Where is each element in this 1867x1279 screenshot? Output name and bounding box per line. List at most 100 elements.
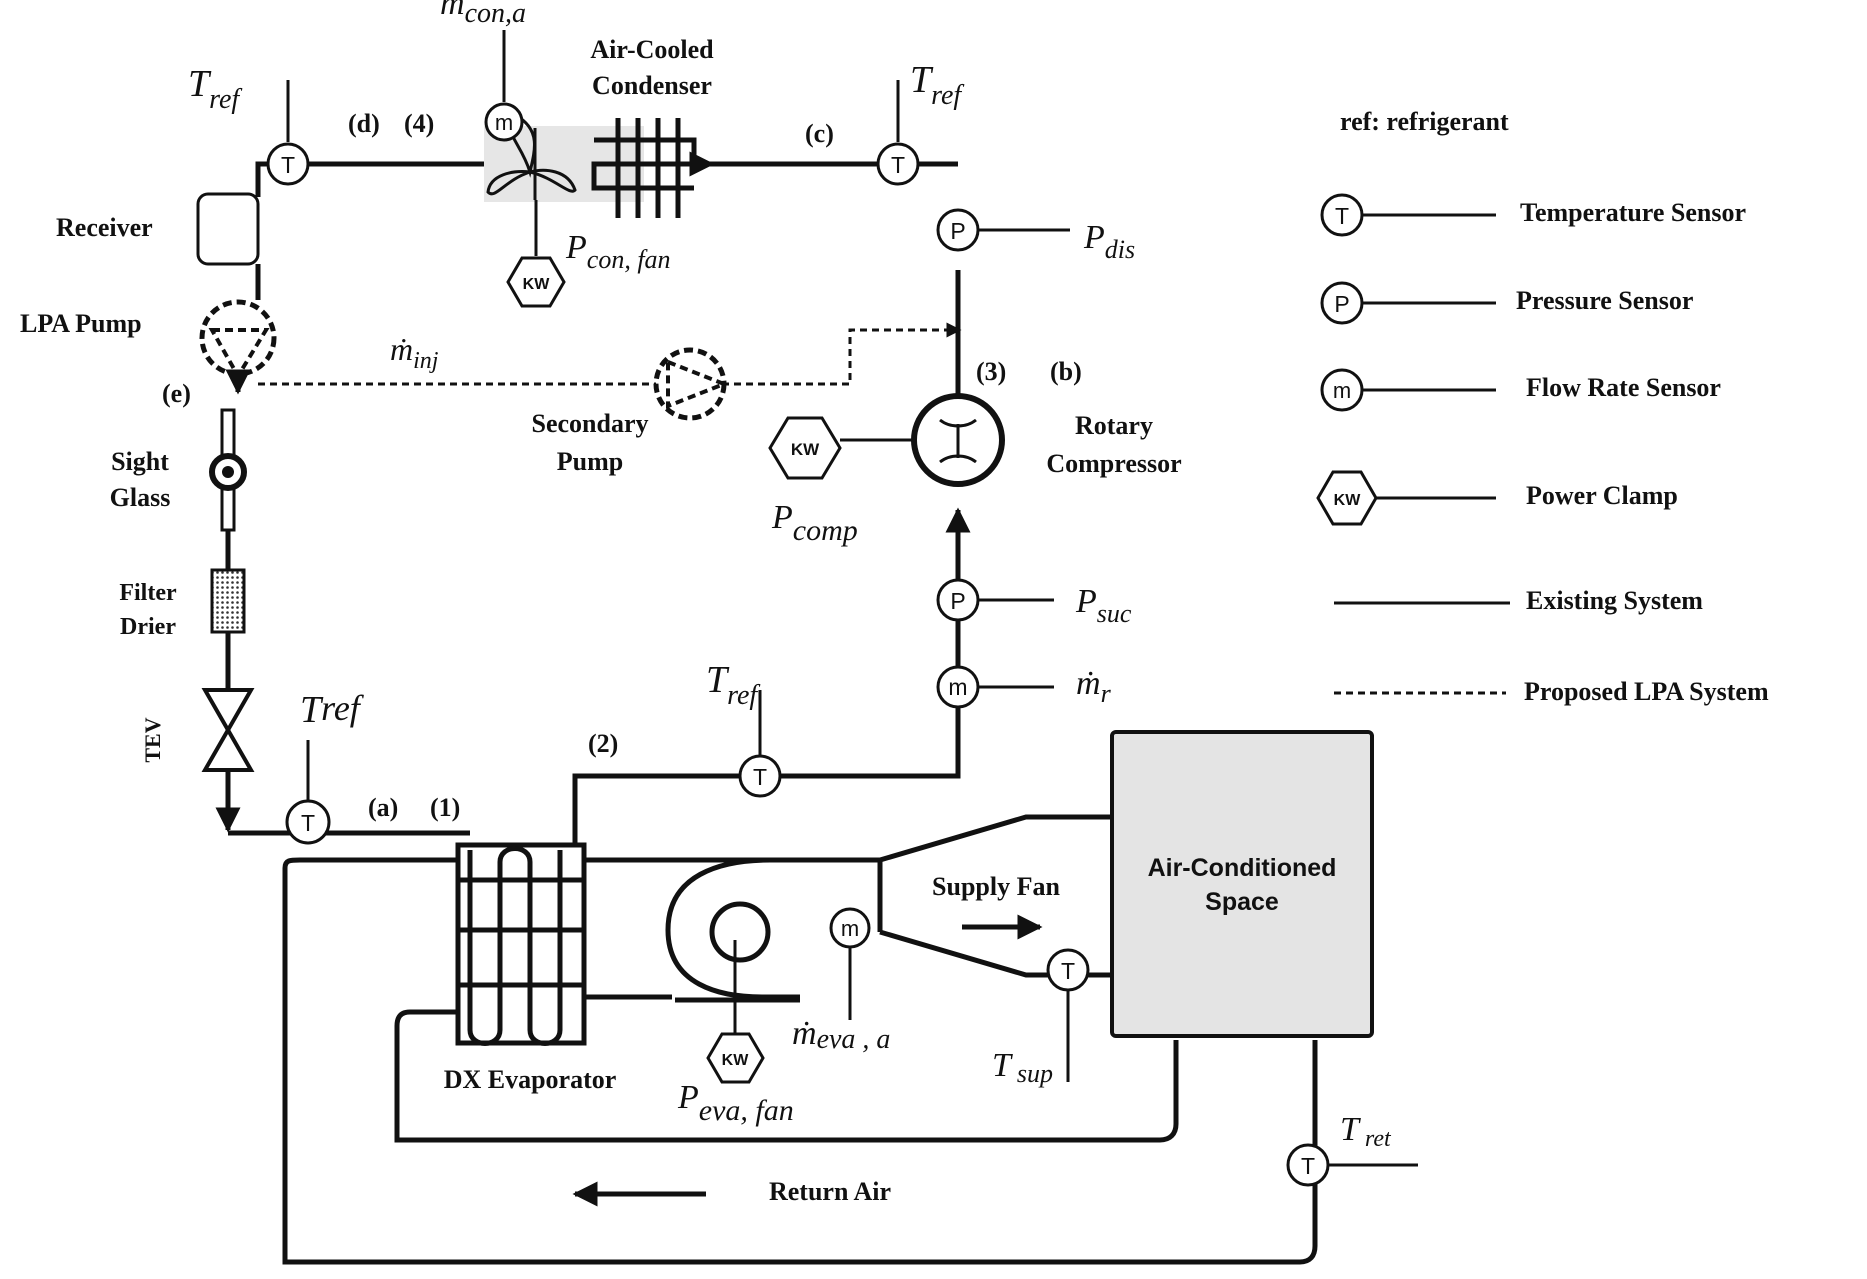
legend-temperature: T Temperature Sensor	[1320, 193, 1746, 237]
svg-text:KW: KW	[722, 1052, 750, 1069]
state-point-1: (1)	[430, 793, 460, 822]
temperature-sensor-return: T	[1286, 1143, 1418, 1187]
svg-text:m: m	[948, 674, 967, 700]
svg-text:T: T	[1061, 958, 1075, 984]
lpa-pump-icon	[199, 299, 277, 395]
temperature-sensor-d: T	[266, 80, 310, 186]
legend-power: KW Power Clamp	[1316, 470, 1678, 526]
receiver-label: Receiver	[56, 213, 153, 242]
svg-text:P: P	[1334, 291, 1349, 317]
lpa-injection-line	[258, 322, 962, 386]
dx-evaporator-label: DX Evaporator	[444, 1065, 617, 1094]
symbol-t-ref-d: Tref	[188, 63, 242, 115]
compressor-label-line2: Compressor	[1046, 449, 1181, 478]
secondary-pump-label-line2: Pump	[557, 447, 623, 476]
tev-label: TEV	[140, 717, 165, 762]
secondary-pump-label-line1: Secondary	[532, 409, 649, 438]
svg-text:T: T	[301, 810, 315, 836]
legend-flow-label: Flow Rate Sensor	[1526, 373, 1721, 402]
state-point-3: (3)	[976, 357, 1006, 386]
temperature-sensor-2: T	[738, 690, 782, 798]
state-point-2: (2)	[588, 729, 618, 758]
svg-text:KW: KW	[523, 276, 551, 293]
air-conditioned-space	[1110, 730, 1374, 1038]
space-label-line2: Space	[1205, 888, 1279, 916]
pressure-sensor-discharge: P	[936, 208, 1070, 252]
legend-pressure-label: Pressure Sensor	[1516, 286, 1693, 315]
svg-text:P: P	[950, 218, 965, 244]
receiver-icon	[196, 192, 260, 266]
flow-sensor-condenser-air: m	[484, 30, 524, 142]
legend-header: ref: refrigerant	[1340, 107, 1509, 136]
symbol-m-r: ṁr	[1076, 665, 1112, 708]
legend-pressure: P Pressure Sensor	[1320, 281, 1693, 325]
symbol-t-ref-c: Tref	[910, 59, 964, 111]
compressor-label-line1: Rotary	[1075, 411, 1153, 440]
filter-drier-label-line1: Filter	[119, 580, 177, 606]
svg-text:T: T	[891, 152, 905, 178]
supply-fan-label: Supply Fan	[932, 872, 1060, 901]
power-clamp-condenser-fan: KW	[506, 200, 566, 308]
legend-existing: Existing System	[1334, 586, 1703, 615]
lpa-pump-label: LPA Pump	[20, 309, 142, 338]
state-point-c: (c)	[805, 119, 834, 148]
state-point-d: (d)	[348, 109, 380, 138]
sight-glass-label-line2: Glass	[110, 483, 171, 512]
svg-text:m: m	[841, 916, 859, 941]
symbol-t-ref-2: Tref	[706, 659, 760, 711]
legend-temperature-label: Temperature Sensor	[1520, 198, 1746, 227]
symbol-p-dis: Pdis	[1083, 219, 1135, 264]
state-point-e: (e)	[162, 379, 191, 408]
svg-text:KW: KW	[1334, 492, 1362, 509]
secondary-pump-icon	[653, 347, 730, 421]
legend-proposed-label: Proposed LPA System	[1524, 677, 1769, 706]
space-label-line1: Air-Conditioned	[1148, 854, 1337, 882]
condenser-label-line2: Condenser	[592, 71, 712, 100]
air-duct	[282, 814, 1318, 1265]
power-clamp-compressor: KW	[768, 416, 914, 480]
symbol-p-suc: Psuc	[1075, 583, 1132, 628]
legend-power-label: Power Clamp	[1526, 481, 1678, 510]
svg-text:T: T	[753, 764, 767, 790]
sight-glass-label-line1: Sight	[111, 447, 169, 476]
svg-text:T: T	[281, 152, 295, 178]
temperature-sensor-c: T	[876, 80, 920, 186]
legend-proposed: Proposed LPA System	[1334, 677, 1769, 706]
state-point-a: (a)	[368, 793, 398, 822]
svg-text:m: m	[495, 110, 513, 135]
rotary-compressor-icon	[911, 393, 1005, 487]
svg-text:T: T	[1301, 1153, 1315, 1179]
svg-text:P: P	[950, 588, 965, 614]
symbol-m-eva-a: ṁeva , a	[792, 1015, 890, 1055]
symbol-p-eva-fan: Peva, fan	[677, 1079, 794, 1127]
symbol-m-inj: ṁinj	[390, 331, 439, 374]
flow-sensor-refrigerant: m	[936, 665, 1054, 709]
pressure-sensor-suction: P	[936, 578, 1054, 622]
legend-existing-label: Existing System	[1526, 586, 1703, 615]
symbol-m-con-a: ṁcon,a	[440, 0, 526, 29]
legend: ref: refrigerant T Temperature Sensor P …	[1316, 107, 1769, 706]
power-clamp-evaporator-fan: KW	[706, 940, 765, 1084]
symbol-t-ref-a: Tref	[300, 688, 365, 731]
symbol-p-comp: Pcomp	[771, 499, 858, 547]
return-air-label: Return Air	[769, 1177, 891, 1206]
legend-flow: m Flow Rate Sensor	[1320, 368, 1721, 412]
temperature-sensor-supply: T	[1046, 948, 1090, 1082]
tev-valve-icon	[201, 688, 255, 772]
condenser-label-line1: Air-Cooled	[590, 35, 714, 64]
svg-text:KW: KW	[791, 440, 820, 459]
symbol-p-con-fan: Pcon, fan	[565, 229, 671, 274]
dx-evaporator	[455, 842, 587, 1046]
svg-text:m: m	[1333, 378, 1351, 403]
svg-text:T: T	[1335, 203, 1349, 229]
filter-drier-icon	[210, 568, 246, 634]
filter-drier-label-line2: Drier	[120, 614, 176, 640]
temperature-sensor-a: T	[285, 740, 331, 845]
state-point-4: (4)	[404, 109, 434, 138]
sight-glass-icon	[209, 408, 247, 532]
flow-sensor-evaporator-air: m	[829, 907, 871, 1020]
state-point-b: (b)	[1050, 357, 1082, 386]
